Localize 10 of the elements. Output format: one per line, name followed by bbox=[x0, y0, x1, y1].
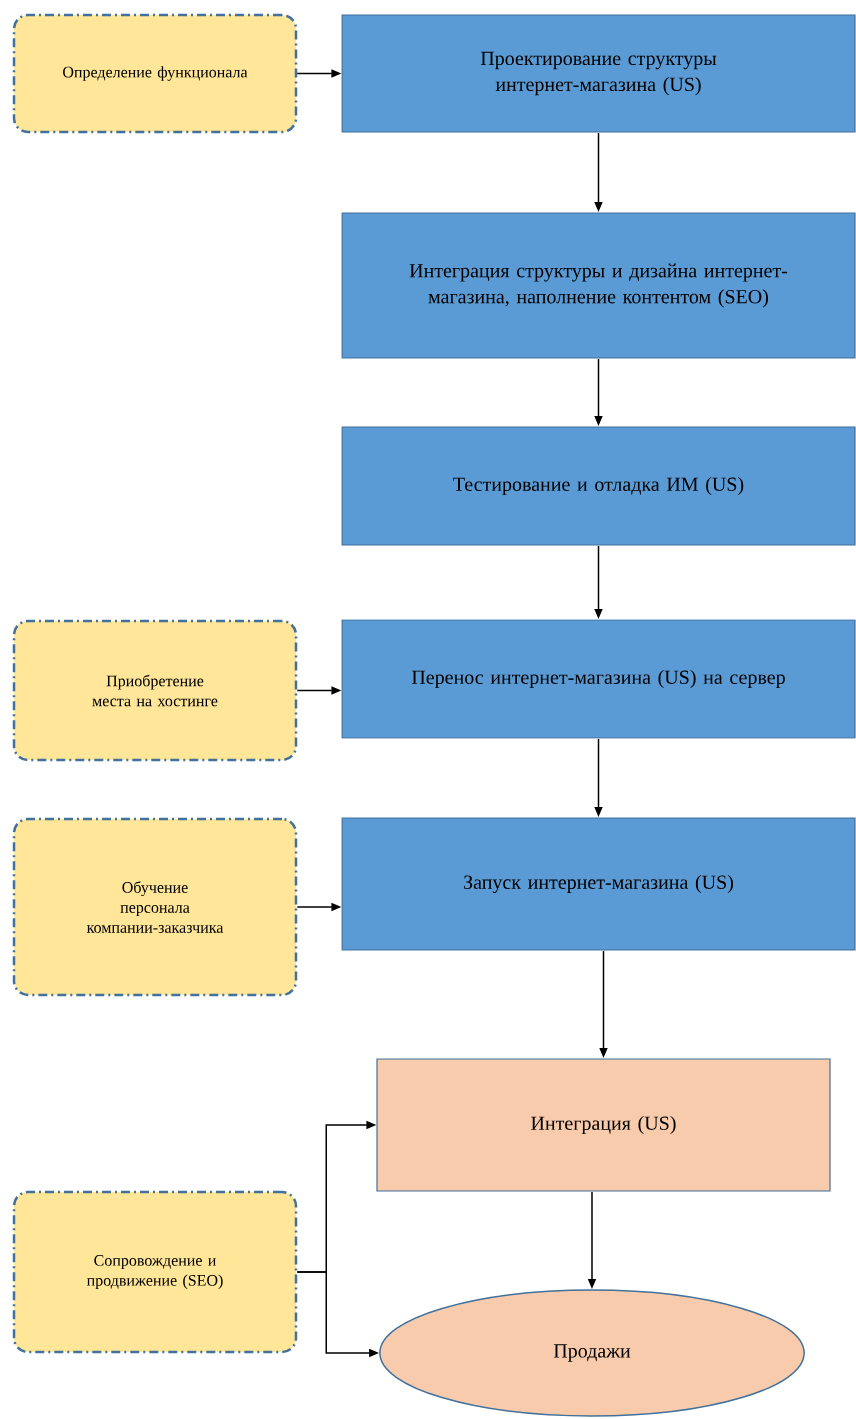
input-box: Определение функционала bbox=[12, 13, 298, 134]
input-box: Приобретение места на хостинге bbox=[12, 619, 298, 762]
process-box: Тестирование и отладка ИМ (US) bbox=[341, 426, 856, 546]
process-box: Проектирование структуры интернет-магазина (US) bbox=[341, 14, 856, 133]
process-box: Перенос интернет-магазина (US) на сервер bbox=[341, 619, 856, 739]
process-box: Интеграция структуры и дизайна интернет-магазина, наполнение контентом (SEO) bbox=[341, 212, 856, 359]
input-box: Сопровождение и продвижение (SEO) bbox=[12, 1190, 298, 1354]
process-box: Запуск интернет-магазина (US) bbox=[341, 817, 856, 951]
process-box: Интеграция (US) bbox=[376, 1058, 831, 1192]
input-box: Обучение персонала компании-заказчика bbox=[12, 817, 298, 997]
